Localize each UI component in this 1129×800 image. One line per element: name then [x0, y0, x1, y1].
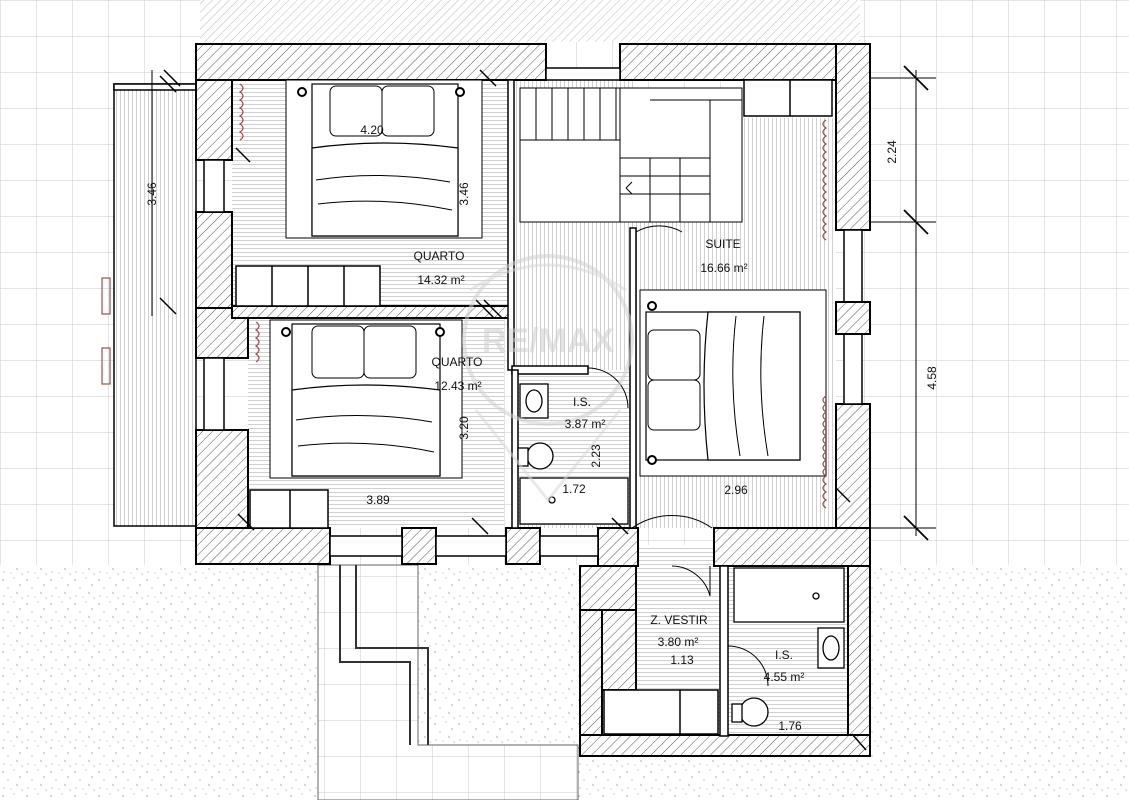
path-edge — [339, 565, 411, 745]
dim-right-bottom: 4.58 — [925, 366, 939, 390]
dim-q2-width: 3.89 — [366, 493, 390, 507]
room-name-is-1: I.S. — [573, 395, 591, 409]
terrace-handle-2 — [101, 347, 111, 385]
dim-q1-depth: 3.46 — [457, 182, 471, 206]
curtains — [238, 83, 828, 509]
dim-suite-width: 2.96 — [724, 483, 748, 497]
dim-right-top: 2.24 — [885, 140, 899, 164]
dim-zv-width: 1.13 — [670, 653, 694, 667]
dim-is1-depth: 2.23 — [589, 444, 603, 468]
terrace — [113, 83, 197, 527]
bed-quarto-2 — [269, 319, 463, 479]
staircase — [519, 87, 743, 223]
section-marks — [163, 69, 867, 751]
dim-q2-depth: 3.20 — [457, 416, 471, 440]
top-strip — [200, 0, 860, 42]
room-name-suite: SUITE — [705, 237, 740, 251]
remax-watermark: RE/MAX — [462, 254, 634, 503]
bed-quarto-1 — [285, 79, 483, 239]
bed-suite — [639, 289, 827, 477]
dim-is1-width: 1.72 — [562, 482, 586, 496]
room-name-is-2: I.S. — [775, 648, 793, 662]
room-area-zvestir: 3.80 m² — [658, 635, 699, 649]
terrace-handle-1 — [101, 277, 111, 315]
room-area-is-1: 3.87 m² — [565, 417, 606, 431]
dim-q1-width: 4.20 — [360, 123, 384, 137]
dim-is2-width: 1.76 — [778, 719, 802, 733]
room-area-is-2: 4.55 m² — [764, 670, 805, 684]
room-name-zvestir: Z. VESTIR — [650, 613, 708, 627]
room-name-quarto-1: QUARTO — [414, 249, 465, 263]
right-dimension-chain — [870, 65, 936, 541]
terrace-rail — [113, 83, 197, 91]
bathroom-fixtures — [517, 383, 845, 727]
wardrobes — [235, 79, 833, 735]
dim-terrace: 3.46 — [145, 182, 159, 206]
room-area-quarto-1: 14.32 m² — [417, 273, 464, 287]
path-edge-2 — [355, 565, 429, 745]
walls — [195, 43, 871, 757]
room-area-suite: 16.66 m² — [700, 261, 747, 275]
room-area-quarto-2: 12.43 m² — [434, 379, 481, 393]
doors — [587, 225, 769, 687]
room-name-quarto-2: QUARTO — [432, 355, 483, 369]
watermark-text: RE/MAX — [482, 322, 615, 360]
